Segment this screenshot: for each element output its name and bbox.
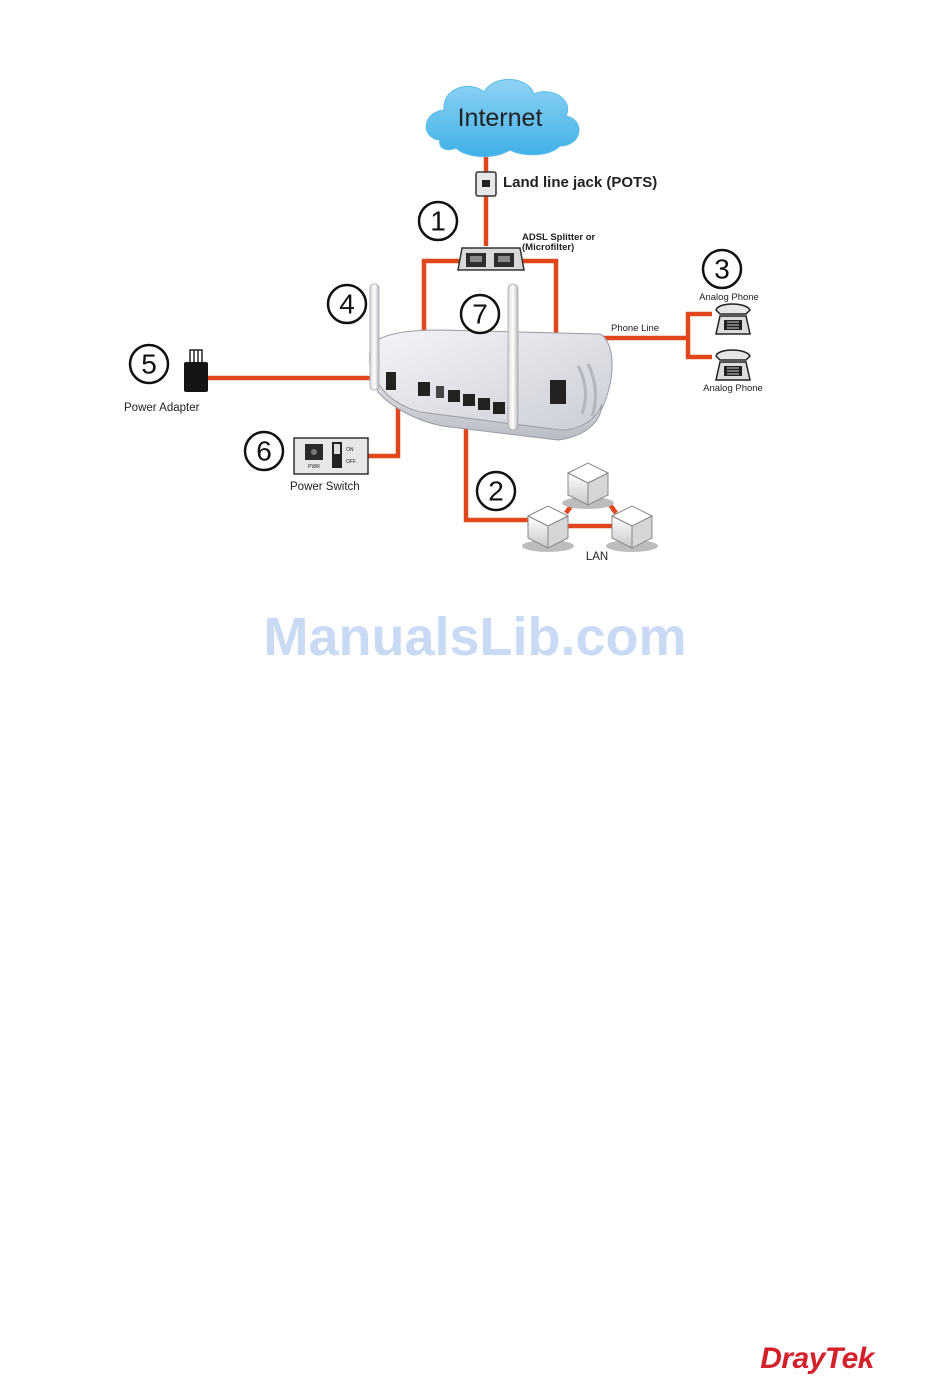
phone-line-label: Phone Line — [611, 323, 659, 334]
callout-6: 6 — [245, 432, 283, 470]
callout-3: 3 — [703, 250, 741, 288]
network-connection-diagram: Internet Land line jack (POTS) ADSL Spli… — [0, 0, 950, 700]
pots-label: Land line jack (POTS) — [503, 174, 657, 191]
wall-jack-icon — [476, 172, 496, 196]
callout-7: 7 — [461, 295, 499, 333]
draytek-logo: DrayTek — [760, 1342, 874, 1376]
analog-phone-bottom-label: Analog Phone — [703, 383, 763, 394]
router-icon — [370, 330, 612, 440]
power-adapter-icon — [184, 350, 208, 392]
splitter-label: ADSL Splitter or (Microfilter) — [522, 232, 598, 253]
power-switch-icon: PWR ON OFF — [294, 438, 368, 474]
lan-pc-top-icon — [562, 463, 614, 509]
callout-3-number: 3 — [714, 254, 730, 285]
manualslib-watermark: ManualsLib.com — [0, 606, 950, 668]
callout-2: 2 — [477, 472, 515, 510]
callout-5: 5 — [130, 345, 168, 383]
callout-2-number: 2 — [488, 476, 504, 507]
analog-phone-bottom-icon — [716, 350, 750, 380]
callout-5-number: 5 — [141, 349, 157, 380]
antenna-right-icon — [508, 284, 518, 430]
callout-1-number: 1 — [430, 206, 446, 237]
switch-on-text: ON — [346, 447, 354, 453]
cable-phone-branch — [688, 314, 712, 357]
switch-pwr-text: PWR — [308, 464, 320, 470]
callout-4: 4 — [328, 285, 366, 323]
splitter-label-line2: (Microfilter) — [522, 242, 574, 253]
internet-label: Internet — [458, 104, 543, 132]
callout-4-number: 4 — [339, 289, 355, 320]
power-switch-label: Power Switch — [290, 481, 360, 493]
antenna-left-icon — [370, 284, 379, 390]
analog-phone-top-icon — [716, 304, 750, 334]
lan-label: LAN — [586, 551, 608, 563]
adsl-splitter-icon — [458, 248, 524, 270]
analog-phone-top-label: Analog Phone — [699, 292, 759, 303]
callout-1: 1 — [419, 202, 457, 240]
power-adapter-label: Power Adapter — [124, 402, 200, 414]
callout-7-number: 7 — [472, 299, 488, 330]
callout-6-number: 6 — [256, 436, 272, 467]
switch-off-text: OFF — [346, 459, 356, 465]
